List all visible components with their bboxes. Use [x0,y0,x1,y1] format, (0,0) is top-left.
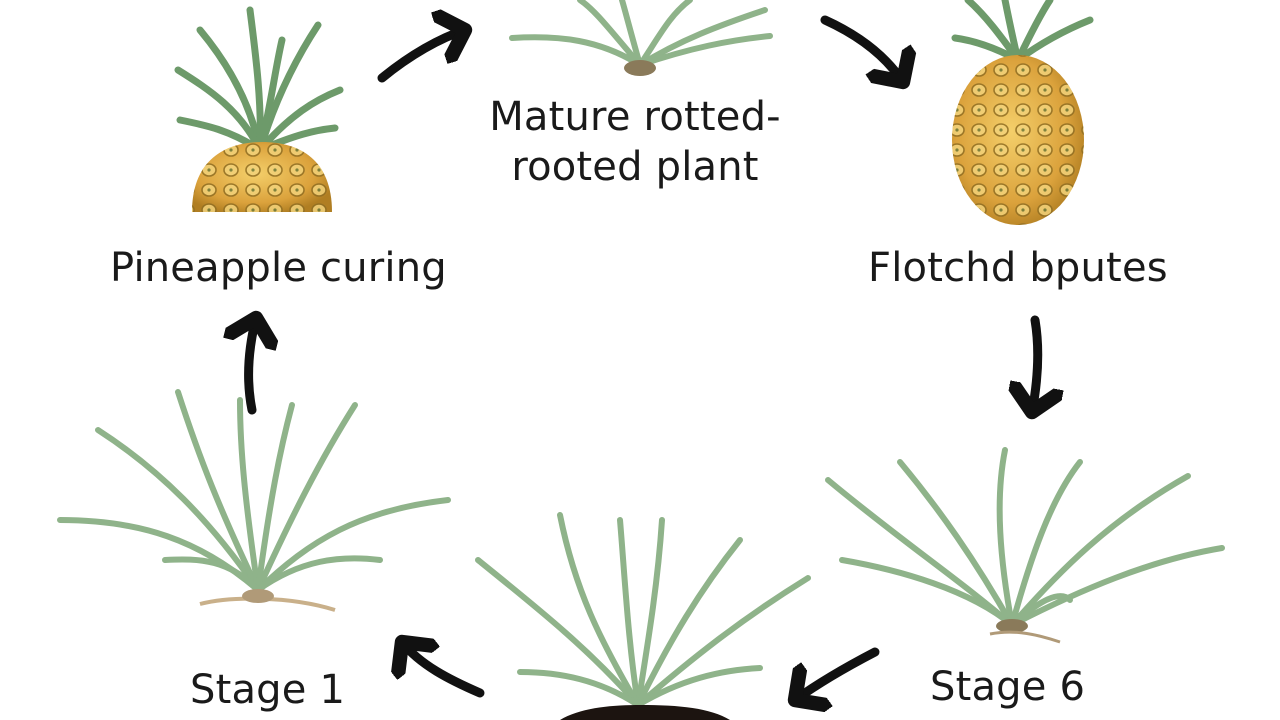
arrow-stage6-to-bottom [795,647,880,700]
arrow-top-to-right [820,15,903,82]
top-plant [509,0,773,76]
stage1-plant [57,389,451,612]
label-right-fruit: Flotchd bputes [868,245,1168,291]
arrow-right-down [1032,315,1038,412]
bottom-plant [475,512,811,720]
cycle-arrows [249,20,1038,700]
label-pineapple-curing: Pineapple curing [110,245,447,291]
label-mature-plant: Mature rotted-rooted plant [489,94,781,190]
arrow-left-to-top [377,30,465,83]
stage6-plant [825,447,1225,644]
label-stage-1: Stage 1 [190,667,346,713]
arrow-bottom-to-stage1 [402,642,485,698]
arrow-stage1-up [249,318,256,415]
label-stage-6: Stage 6 [930,664,1086,710]
pineapple-cut [174,6,344,212]
pineapple-whole [951,0,1094,225]
